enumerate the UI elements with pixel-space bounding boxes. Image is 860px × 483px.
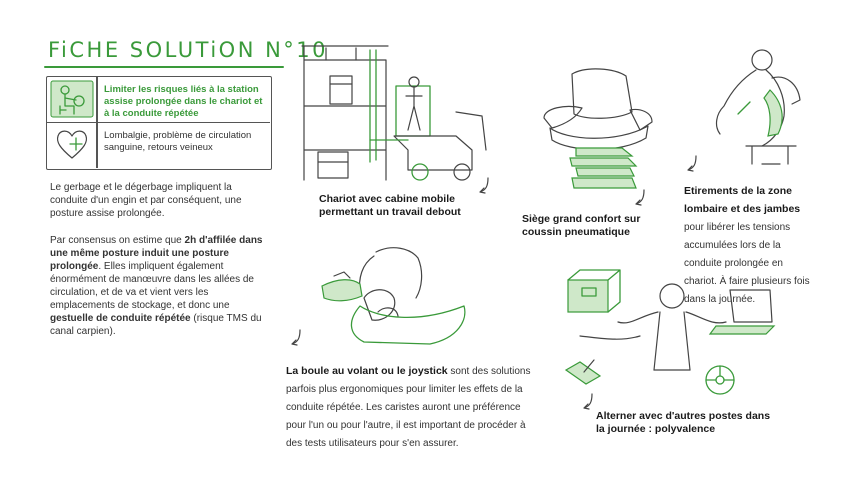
p2-bold-2: gestuelle de conduite répétée <box>50 313 191 324</box>
title-underline <box>44 66 284 68</box>
arrow-icon <box>291 329 301 346</box>
etirements-bold: Etirements de la zone lombaire et des ja… <box>684 185 801 215</box>
joystick-illustration <box>321 247 466 345</box>
caption-alterner: Alterner avec d'autres postes dans la jo… <box>596 410 771 435</box>
intro-paragraph-2: Par consensus on estime que 2h d'affilée… <box>50 234 268 338</box>
arrow-icon <box>479 177 489 194</box>
caption-etirements: Etirements de la zone lombaire et des ja… <box>684 181 814 307</box>
p2-bold-1: 2h d'affilée dans une même posture indui… <box>50 235 263 272</box>
arrow-icon <box>583 393 593 410</box>
seat-illustration <box>543 68 653 189</box>
problem-box <box>46 76 272 170</box>
arrow-icon <box>687 155 697 172</box>
problem-box-col-divider <box>96 76 98 168</box>
caption-siege: Siège grand confort sur coussin pneumati… <box>522 213 641 238</box>
boule-bold: La boule au volant ou le joystick <box>286 365 448 377</box>
heart-cross-icon <box>56 130 88 159</box>
intro-paragraph-1: Le gerbage et le dégerbage impliquent la… <box>50 182 242 219</box>
caption-chariot: Chariot avec cabine mobile permettant un… <box>319 193 461 218</box>
page-title: FiCHE SOLUTiON N°10 <box>48 38 329 62</box>
risk-text: Limiter les risques liés à la station as… <box>104 84 263 119</box>
polyvalence-illustration <box>564 269 776 395</box>
stretching-illustration <box>715 49 801 165</box>
etirements-text: pour libérer les tensions accumulées lor… <box>684 222 810 305</box>
forklift-illustration <box>301 45 487 181</box>
health-impact-text: Lombalgie, problème de circulation sangu… <box>104 130 252 153</box>
p2-text-3: (risque TMS du canal carpien). <box>50 313 262 337</box>
person-at-wheel-icon <box>50 80 94 118</box>
arrow-icon <box>635 189 645 206</box>
caption-boule: La boule au volant ou le joystick sont d… <box>286 361 542 451</box>
p2-text-1: Par consensus on estime que <box>50 235 185 246</box>
p2-text-2: . Elles impliquent également énormément … <box>50 261 254 311</box>
boule-text: sont des solutions parfois plus ergonomi… <box>286 366 531 449</box>
problem-box-row-divider <box>46 76 270 123</box>
